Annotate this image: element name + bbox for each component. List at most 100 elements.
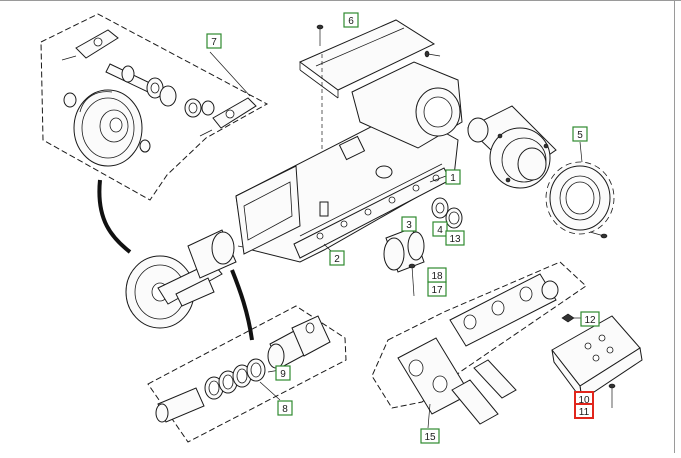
callout-6[interactable]: 6 xyxy=(343,12,359,28)
leader-7 xyxy=(209,51,251,97)
callout-box xyxy=(420,428,440,444)
shoe-hole-2 xyxy=(598,334,606,342)
idler-wheel-hub xyxy=(99,109,129,143)
callout-label: 4 xyxy=(437,225,443,236)
top-plate xyxy=(299,19,436,91)
idler-wheel xyxy=(73,89,143,167)
idler-detail-boundary xyxy=(40,13,269,201)
callout-3[interactable]: 3 xyxy=(401,216,417,232)
idler-cap-right xyxy=(139,139,151,153)
frame-front-window xyxy=(243,181,293,241)
seal-ring-2-bore xyxy=(222,374,234,390)
callout-label: 11 xyxy=(579,407,590,418)
chain-hole-4 xyxy=(491,300,505,316)
seal-kit-detail-group xyxy=(147,305,347,443)
callout-13[interactable]: 13 xyxy=(445,230,465,246)
idler-bolt-a xyxy=(61,55,77,61)
callout-15[interactable]: 15 xyxy=(420,428,440,444)
callout-12[interactable]: 12 xyxy=(580,311,600,327)
chain-hole-3 xyxy=(463,314,477,330)
callout-box xyxy=(329,250,345,266)
callout-1[interactable]: 1 xyxy=(445,169,461,185)
frame-front-face xyxy=(235,165,301,255)
idler-detail-group xyxy=(40,13,269,201)
bolt-top-1-head xyxy=(316,24,324,30)
idler-cap-left xyxy=(63,92,77,108)
callout-9[interactable]: 9 xyxy=(275,365,291,381)
yoke-hole xyxy=(93,37,103,47)
callout-box xyxy=(401,216,417,232)
motor-cap xyxy=(517,147,547,181)
idler-wheel-rim xyxy=(81,97,135,159)
leader-15 xyxy=(427,403,431,429)
chain-link-front xyxy=(397,337,471,415)
top-plate-edge xyxy=(315,27,405,67)
chain-pin-1 xyxy=(451,379,499,425)
callout-label: 10 xyxy=(578,395,590,406)
chain-link-hole-2 xyxy=(432,375,448,393)
shoe-bolt-head xyxy=(608,383,616,389)
callout-18[interactable]: 18 xyxy=(427,267,447,283)
idler-bolt-b xyxy=(199,129,213,137)
leader-5 xyxy=(579,141,583,163)
rail-hole-3 xyxy=(364,208,372,216)
frame-drive-bore xyxy=(423,96,453,128)
callout-label: 13 xyxy=(449,234,461,245)
carrier-bolt xyxy=(411,265,415,297)
callout-5[interactable]: 5 xyxy=(572,126,588,142)
idler-ring-b xyxy=(201,100,215,116)
track-chain-group xyxy=(371,261,587,429)
seal-ring-3-bore xyxy=(236,368,248,384)
callout-box xyxy=(574,403,594,419)
seal-kit-boundary xyxy=(147,305,347,443)
chain-end-link xyxy=(541,280,559,300)
callout-label: 1 xyxy=(450,173,456,184)
frame-rail-line xyxy=(299,163,443,237)
bolt-top-2 xyxy=(427,53,441,57)
seal-13-bore xyxy=(448,211,460,225)
callout-2[interactable]: 2 xyxy=(329,250,345,266)
chain-pin-2 xyxy=(473,359,517,399)
idler-yoke-lower xyxy=(212,97,257,129)
chain-boundary xyxy=(371,261,587,409)
chain-link-hole-1 xyxy=(408,359,424,377)
callout-label: 7 xyxy=(211,37,217,48)
callout-label: 12 xyxy=(584,315,596,326)
motor-bolt-2 xyxy=(505,177,511,183)
callout-11[interactable]: 11 xyxy=(574,403,594,419)
callout-box xyxy=(572,126,588,142)
callout-box xyxy=(343,12,359,28)
idler-ring-a-bore xyxy=(188,102,198,114)
callout-label: 9 xyxy=(280,369,286,380)
yoke-hole-lower xyxy=(225,109,235,119)
seal-ring-1-bore xyxy=(208,380,220,396)
assembled-idler-group xyxy=(125,229,249,329)
frame-top-cutout xyxy=(338,135,366,161)
motor-bolt-1 xyxy=(497,133,503,139)
chain-hole-5 xyxy=(519,286,533,302)
callout-4[interactable]: 4 xyxy=(432,221,448,237)
tension-cylinder-end xyxy=(211,231,235,265)
top-plate-side-b xyxy=(299,69,339,99)
bolt-top-2-head xyxy=(424,50,430,58)
shoe-hole-1 xyxy=(584,342,592,350)
sprocket-inner-ring xyxy=(559,175,601,221)
callout-7[interactable]: 7 xyxy=(206,33,222,49)
rail-hole-2 xyxy=(340,220,348,228)
callout-8[interactable]: 8 xyxy=(277,400,293,416)
sprocket-bolt-head xyxy=(600,233,608,239)
idler-bushing xyxy=(121,65,135,83)
callout-label: 5 xyxy=(577,130,583,141)
piston-port xyxy=(305,322,315,334)
motor-flange xyxy=(467,117,489,143)
rail-hole-4 xyxy=(388,196,396,204)
piston-housing xyxy=(291,315,331,357)
shoe-nut xyxy=(561,313,575,323)
callout-box xyxy=(580,311,600,327)
motor-bolt-3 xyxy=(543,143,549,149)
rail-hole-5 xyxy=(412,184,420,192)
callout-17[interactable]: 17 xyxy=(427,281,447,297)
